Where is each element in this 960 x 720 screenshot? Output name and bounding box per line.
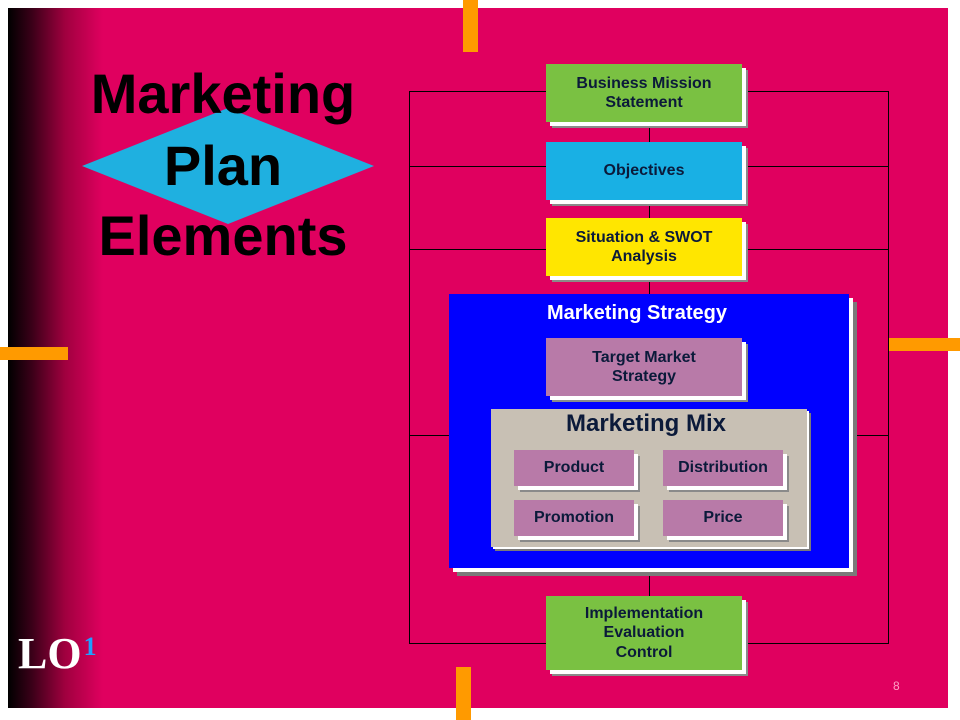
page-number: 8 [893,679,900,693]
title-line-1: Marketing [90,62,356,125]
lo-label: LO [18,629,82,678]
business-mission-box: Business Mission Statement [546,64,742,122]
target-market-box: Target Market Strategy [546,338,742,396]
evaluation-label: Evaluation [603,624,685,642]
promotion-box: Promotion [514,500,634,536]
title-line-2: Plan [163,134,283,197]
connector-line [649,198,650,220]
connector-line [649,120,650,142]
title-line-3: Elements [98,204,348,267]
distribution-box: Distribution [663,450,783,486]
accent-tick-top [463,0,478,52]
situation-swot-box: Situation & SWOT Analysis [546,218,742,276]
accent-tick-bottom [456,667,471,720]
diamond-shape [82,108,374,224]
control-label: Control [615,643,673,661]
accent-tick-left [0,347,68,360]
lo-number: 1 [83,632,97,661]
marketing-strategy-title: Marketing Strategy [546,302,728,324]
connector-line [649,569,650,596]
lo-badge: LO1 [18,632,97,676]
price-box: Price [663,500,783,536]
accent-tick-right [889,338,960,351]
connector-line [649,276,650,296]
implementation-label: Implementation [584,605,704,623]
product-box: Product [514,450,634,486]
implementation-box: Implementation Evaluation Control [546,596,742,670]
objectives-box: Objectives [546,142,742,200]
marketing-mix-title: Marketing Mix [565,410,727,437]
